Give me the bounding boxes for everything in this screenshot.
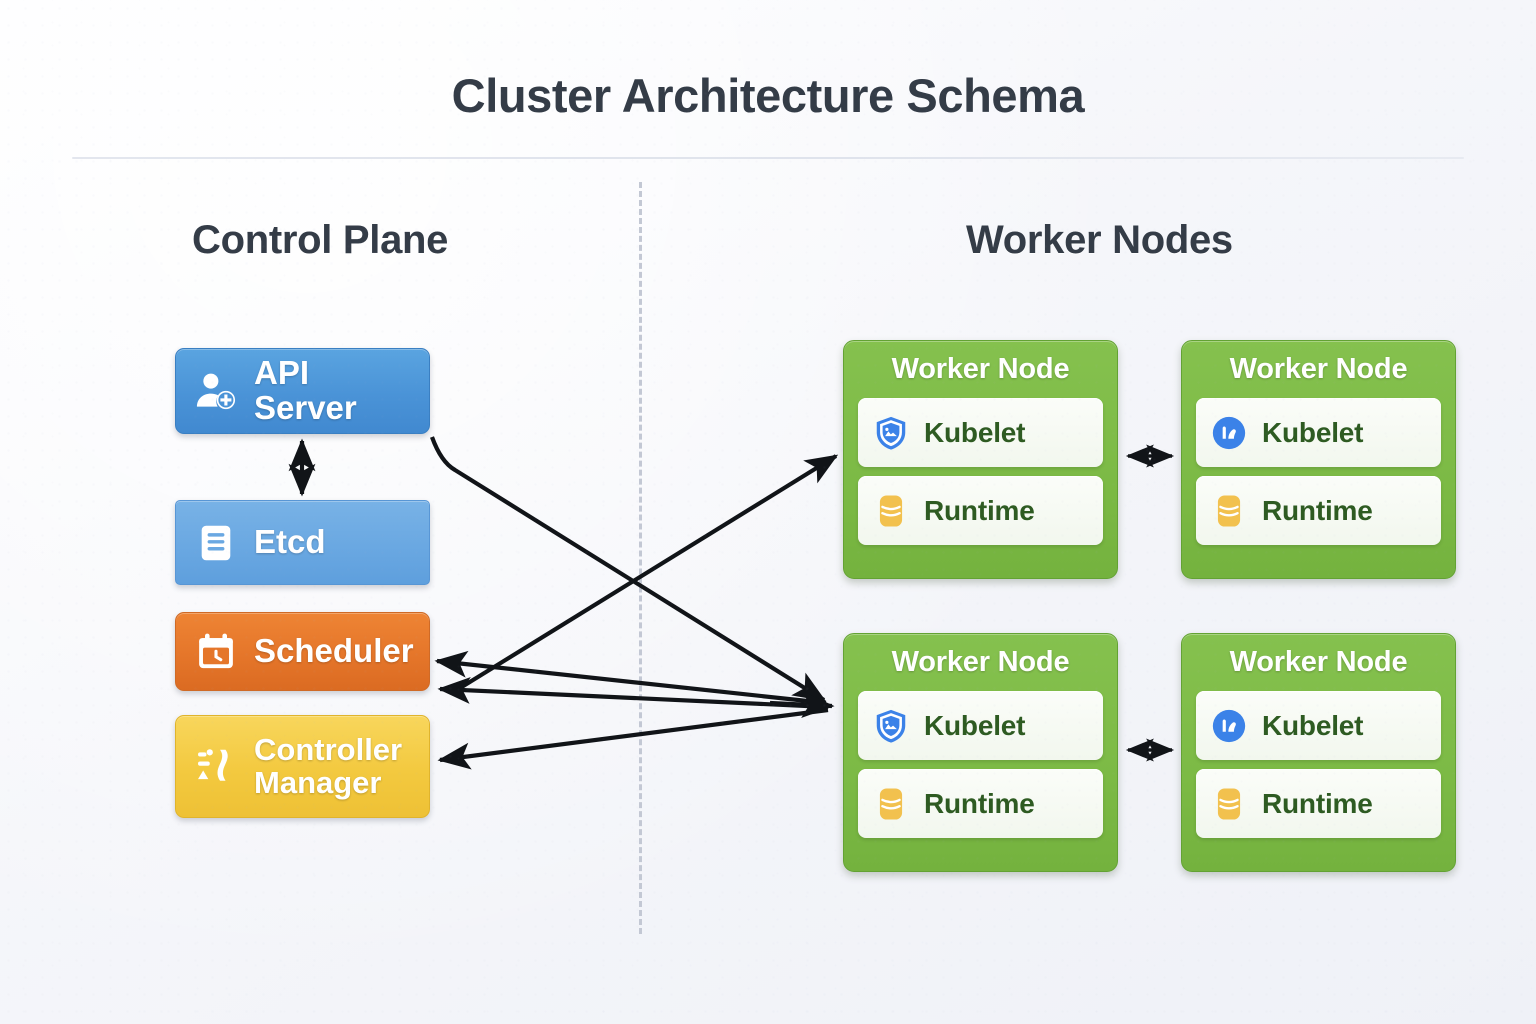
control-plane-node-controller-manager[interactable]: Controller Manager bbox=[175, 715, 430, 818]
worker-node-component-label: Kubelet bbox=[924, 416, 1026, 448]
worker-node-component-runtime[interactable]: Runtime bbox=[1196, 476, 1441, 545]
worker-node-component-label: Runtime bbox=[1262, 494, 1373, 526]
document-lines-icon bbox=[201, 525, 231, 560]
worker-node-top-right[interactable]: Worker Node Kubelet Runtime bbox=[1181, 340, 1456, 579]
title-divider-rule bbox=[72, 157, 1464, 159]
worker-node-title: Worker Node bbox=[1229, 353, 1408, 385]
worker-node-component-label: Runtime bbox=[1262, 787, 1373, 819]
worker-node-bottom-right[interactable]: Worker Node Kubelet Runtime bbox=[1181, 633, 1456, 872]
calendar-clock-icon bbox=[199, 633, 233, 668]
section-heading-worker-nodes: Worker Nodes bbox=[966, 218, 1233, 262]
control-plane-node-scheduler[interactable]: Scheduler bbox=[175, 612, 430, 691]
worker-node-title: Worker Node bbox=[891, 353, 1070, 385]
worker-node-top-left[interactable]: Worker Node Kubelet Runtime bbox=[843, 340, 1118, 579]
control-plane-node-label: API Server bbox=[254, 354, 357, 426]
worker-node-component-kubelet[interactable]: Kubelet bbox=[1196, 691, 1441, 760]
worker-node-component-runtime[interactable]: Runtime bbox=[1196, 769, 1441, 838]
database-icon bbox=[879, 787, 903, 820]
shield-icon bbox=[876, 709, 906, 743]
arrow-worker-bottom-left-to-api-server bbox=[430, 436, 827, 702]
worker-node-component-kubelet[interactable]: Kubelet bbox=[1196, 398, 1441, 467]
control-plane-node-label: Controller Manager bbox=[254, 731, 403, 800]
section-heading-control-plane: Control Plane bbox=[192, 218, 449, 262]
arrow-worker-bottom-left-to-scheduler bbox=[437, 676, 829, 710]
worker-node-component-label: Kubelet bbox=[924, 709, 1026, 741]
arrow-api-server-to-worker-top-left bbox=[450, 454, 839, 695]
worker-node-title: Worker Node bbox=[1229, 646, 1408, 678]
shield-icon bbox=[876, 416, 906, 450]
worker-node-component-label: Runtime bbox=[924, 787, 1035, 819]
sliders-icon bbox=[198, 748, 228, 781]
worker-node-component-runtime[interactable]: Runtime bbox=[858, 769, 1103, 838]
worker-node-component-runtime[interactable]: Runtime bbox=[858, 476, 1103, 545]
arrow-converge-worker-bottom-left bbox=[769, 691, 835, 718]
worker-node-title: Worker Node bbox=[891, 646, 1070, 678]
control-plane-node-etcd[interactable]: Etcd bbox=[175, 500, 430, 585]
page-title: Cluster Architecture Schema bbox=[451, 69, 1085, 122]
database-icon bbox=[1217, 494, 1241, 527]
vertical-dashed-divider bbox=[639, 182, 642, 934]
worker-node-component-label: Kubelet bbox=[1262, 709, 1364, 741]
worker-node-component-label: Kubelet bbox=[1262, 416, 1364, 448]
arrow-worker-bottom-left-to-controller-manager bbox=[437, 707, 829, 770]
gauge-circle-icon bbox=[1212, 709, 1246, 742]
gauge-circle-icon bbox=[1212, 416, 1246, 449]
worker-node-component-kubelet[interactable]: Kubelet bbox=[858, 691, 1103, 760]
user-plus-icon bbox=[196, 373, 236, 410]
control-plane-node-label: Etcd bbox=[254, 523, 326, 561]
control-plane-node-api-server[interactable]: API Server bbox=[175, 348, 430, 434]
database-icon bbox=[879, 494, 903, 527]
worker-node-bottom-left[interactable]: Worker Node Kubelet Runtime bbox=[843, 633, 1118, 872]
arrow-scheduler-worker-bottom-left-a bbox=[434, 650, 827, 706]
worker-node-component-label: Runtime bbox=[924, 494, 1035, 526]
worker-node-component-kubelet[interactable]: Kubelet bbox=[858, 398, 1103, 467]
database-icon bbox=[1217, 787, 1241, 820]
control-plane-node-label: Scheduler bbox=[254, 632, 414, 670]
